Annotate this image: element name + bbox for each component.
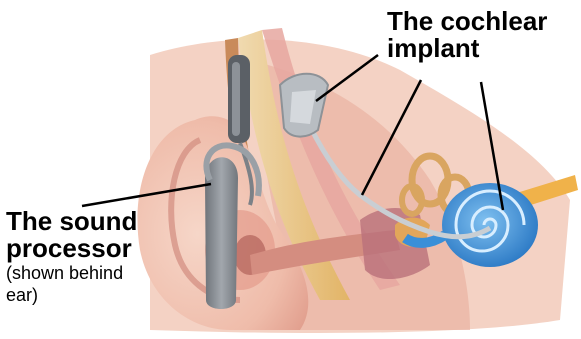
- cochlear-implant-label-line1: The cochlear: [387, 8, 577, 35]
- sound-processor-label: The sound processor (shown behind ear): [6, 208, 186, 306]
- sound-processor-label-line2: processor: [6, 235, 186, 262]
- sound-processor-note-line1: (shown behind: [6, 262, 186, 284]
- sound-processor-note-line2: ear): [6, 284, 186, 306]
- sound-processor-label-line1: The sound: [6, 208, 186, 235]
- cochlear-implant-label-line2: implant: [387, 35, 577, 62]
- cochlear-implant-label: The cochlear implant: [387, 8, 577, 62]
